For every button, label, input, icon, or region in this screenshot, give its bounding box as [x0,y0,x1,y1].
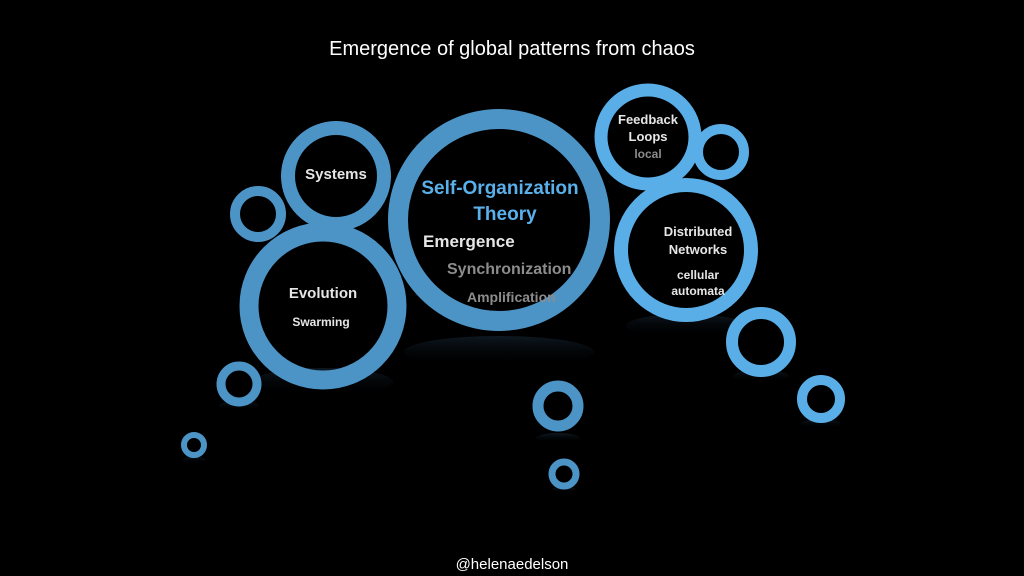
small-ring-1 [230,186,286,242]
evolution-sub: Swarming [292,315,350,329]
feedback-label-line2: Loops [628,129,668,144]
small-ring-7 [726,307,796,377]
feedback-loops-bubble [594,83,702,191]
theory-title-line2: Theory [473,204,537,225]
distributed-label-line2: Networks [668,242,728,257]
self-organization-bubble [388,109,610,331]
small-ring-2 [216,361,262,407]
slide-title: Emergence of global patterns from chaos [329,38,695,60]
systems-label: Systems [305,166,367,183]
theory-item-synchronization: Synchronization [447,261,572,278]
small-ring-3 [181,432,207,458]
author-handle: @helenaedelson [455,556,569,573]
theory-item-amplification: Amplification [467,289,556,305]
small-ring-5 [548,458,580,490]
small-ring-8 [797,375,845,423]
small-ring-4 [532,380,584,432]
distributed-networks-bubble [614,178,758,322]
theory-title-line1: Self-Organization [421,178,579,199]
distributed-sub-line2: automata [671,284,725,298]
evolution-label: Evolution [288,285,358,302]
distributed-sub-line1: cellular [676,268,720,282]
feedback-sub: local [634,147,662,161]
small-ring-6 [693,124,749,180]
theory-item-emergence: Emergence [423,232,515,251]
feedback-label-line1: Feedback [618,112,678,127]
evolution-bubble [239,222,407,390]
distributed-label-line1: Distributed [663,224,733,239]
